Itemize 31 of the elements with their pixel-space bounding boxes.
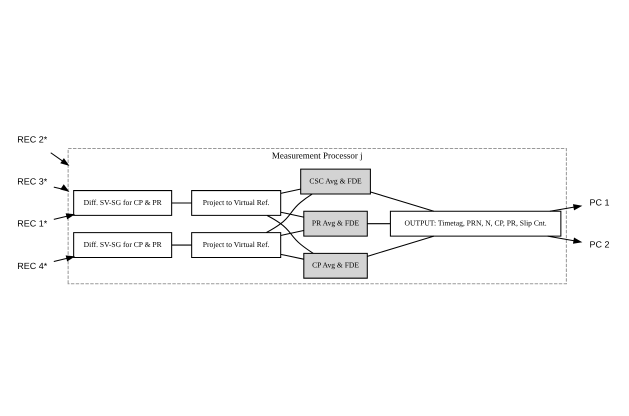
node-box: CSC Avg & FDE (300, 168, 371, 194)
node-box: CP Avg & FDE (303, 252, 368, 278)
node-text: PC 2 (590, 238, 610, 249)
arrow (50, 152, 70, 166)
node-text: PC 1 (590, 196, 610, 207)
arrow (54, 254, 76, 262)
node-box: Project to Virtual Ref. (191, 190, 282, 216)
node-box: Project to Virtual Ref. (191, 232, 282, 258)
connector (370, 191, 434, 212)
connector (266, 214, 314, 254)
connector (367, 222, 390, 224)
connector (266, 193, 312, 233)
connector (280, 211, 304, 218)
arrow (54, 212, 76, 220)
node-box: Diff. SV-SG for CP & PR (73, 190, 172, 216)
connector (172, 202, 192, 203)
connector (280, 229, 304, 236)
node-text: REC 2* (17, 134, 48, 144)
arrow (550, 204, 582, 212)
node-text: REC 1* (17, 218, 48, 228)
arrow (54, 184, 70, 192)
node-text: REC 4* (17, 260, 48, 270)
node-text: REC 3* (17, 176, 48, 186)
connector (172, 244, 192, 246)
connector (280, 253, 304, 260)
connector (367, 235, 434, 256)
connector (280, 188, 301, 194)
node-box: OUTPUT: Timetag, PRN, N, CP, PR, Slip Cnt. (390, 210, 562, 236)
node-box: PR Avg & FDE (303, 210, 368, 236)
node-box: Diff. SV-SG for CP & PR (73, 232, 172, 258)
arrow (547, 235, 582, 244)
